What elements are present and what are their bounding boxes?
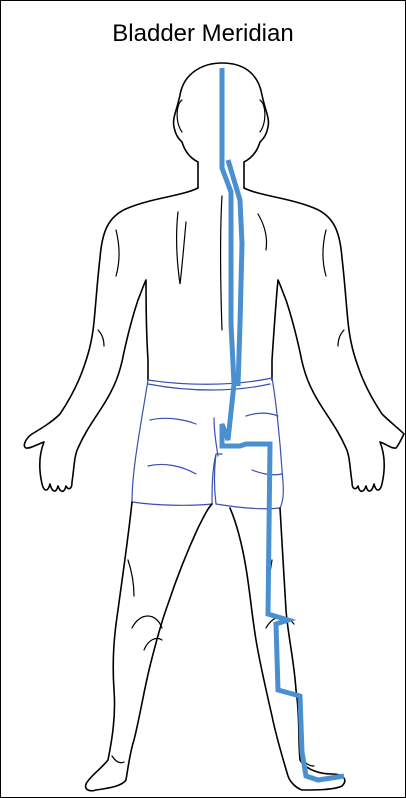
shorts-crease-2 [148,464,196,474]
calf-left-inner [144,638,162,650]
deltoid-right [323,230,326,276]
shorts-crease-1 [150,418,196,424]
deltoid-left [116,230,119,276]
leg-right-outline [230,508,345,790]
elbow-right [338,330,344,346]
bladder-meridian-line [222,68,344,780]
scapula-right [258,214,267,250]
elbow-left [98,330,104,346]
scapula-left [177,212,186,284]
knee-left [128,560,134,596]
spine-crease [221,196,223,330]
shorts-seam [214,418,218,456]
shorts-crease-3 [246,413,278,416]
ankle-left [112,756,124,763]
calf-left [132,616,162,628]
leg-left-outline [86,502,212,791]
shorts-crease-4 [252,470,282,475]
torso-left-outline [24,188,198,491]
shorts-waistband [148,384,270,390]
